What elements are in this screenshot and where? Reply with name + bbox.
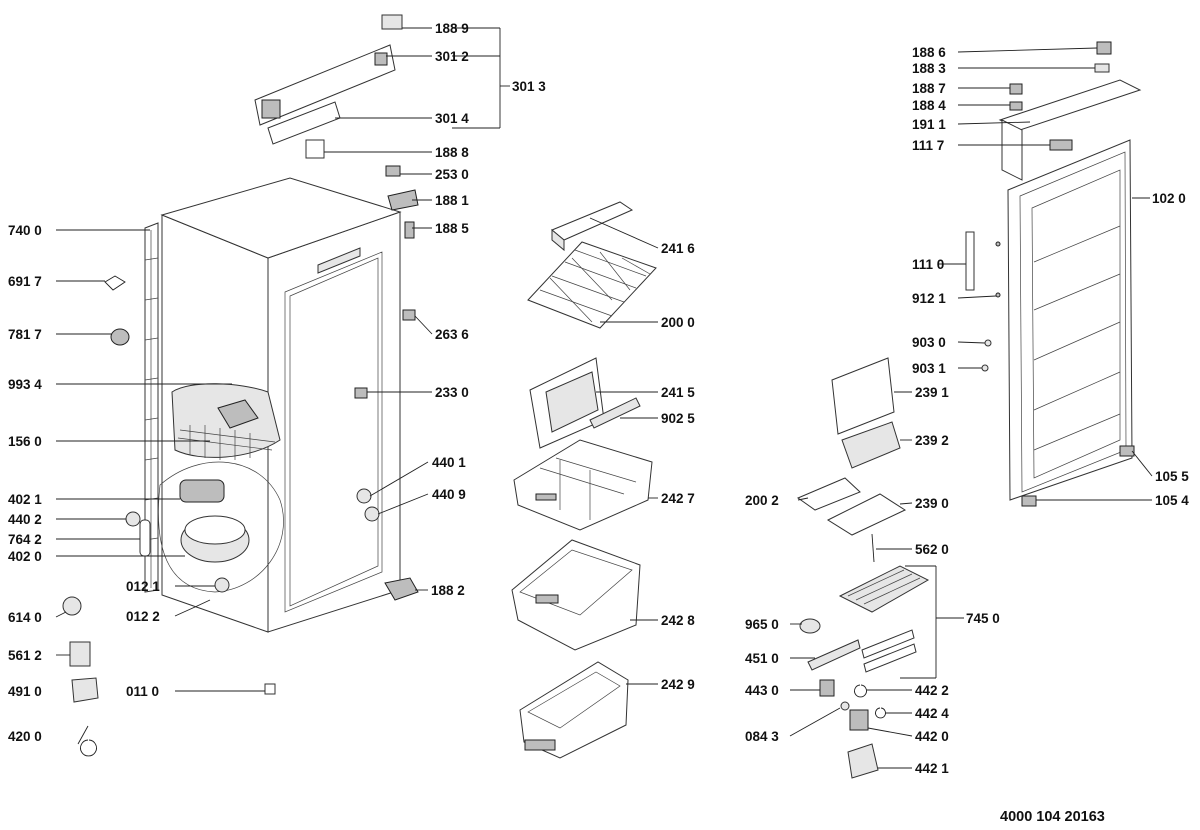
label-156-0: 156 0 [8, 434, 42, 449]
label-440-2: 440 2 [8, 512, 42, 527]
label-191-1: 191 1 [912, 117, 946, 132]
label-764-2: 764 2 [8, 532, 42, 547]
label-105-4: 105 4 [1155, 493, 1189, 508]
cabinet [139, 177, 419, 695]
label-902-5: 902 5 [661, 411, 695, 426]
right-leaders [789, 47, 1153, 769]
left-small-parts [62, 275, 141, 757]
left-leaders [55, 27, 510, 692]
label-420-0: 420 0 [8, 729, 42, 744]
label-239-2: 239 2 [915, 433, 949, 448]
label-442-2: 442 2 [915, 683, 949, 698]
label-691-7: 691 7 [8, 274, 42, 289]
label-188-5: 188 5 [435, 221, 469, 236]
label-443-0: 443 0 [745, 683, 779, 698]
label-561-2: 561 2 [8, 648, 42, 663]
label-301-2: 301 2 [435, 49, 469, 64]
label-188-7: 188 7 [912, 81, 946, 96]
label-912-1: 912 1 [912, 291, 946, 306]
label-993-4: 993 4 [8, 377, 42, 392]
label-965-0: 965 0 [745, 617, 779, 632]
label-903-0: 903 0 [912, 335, 946, 350]
label-442-4: 442 4 [915, 706, 949, 721]
part-labels: 188 9 301 2 301 3 301 4 188 8 253 0 188 … [8, 21, 1189, 776]
label-614-0: 614 0 [8, 610, 42, 625]
label-012-2: 012 2 [126, 609, 160, 624]
label-188-8: 188 8 [435, 145, 469, 160]
label-188-9: 188 9 [435, 21, 469, 36]
label-253-0: 253 0 [435, 167, 469, 182]
label-781-7: 781 7 [8, 327, 42, 342]
label-241-6: 241 6 [661, 241, 695, 256]
label-740-0: 740 0 [8, 223, 42, 238]
label-200-2: 200 2 [745, 493, 779, 508]
label-442-1: 442 1 [915, 761, 949, 776]
label-241-5: 241 5 [661, 385, 695, 400]
label-440-9: 440 9 [432, 487, 466, 502]
document-code: 4000 104 20163 [1000, 809, 1105, 825]
label-440-1: 440 1 [432, 455, 466, 470]
label-188-2: 188 2 [431, 583, 465, 598]
label-491-0: 491 0 [8, 684, 42, 699]
label-188-6: 188 6 [912, 45, 946, 60]
label-263-6: 263 6 [435, 327, 469, 342]
label-442-0: 442 0 [915, 729, 949, 744]
label-402-1: 402 1 [8, 492, 42, 507]
label-745-0: 745 0 [966, 611, 1000, 626]
label-402-0: 402 0 [8, 549, 42, 564]
label-451-0: 451 0 [745, 651, 779, 666]
label-084-3: 084 3 [745, 729, 779, 744]
label-111-0: 111 0 [912, 257, 944, 272]
middle-leaders [589, 217, 659, 685]
label-188-3: 188 3 [912, 61, 946, 76]
label-242-8: 242 8 [661, 613, 695, 628]
label-239-0: 239 0 [915, 496, 949, 511]
label-200-0: 200 0 [661, 315, 695, 330]
label-233-0: 233 0 [435, 385, 469, 400]
label-562-0: 562 0 [915, 542, 949, 557]
label-301-4: 301 4 [435, 111, 469, 126]
label-188-4: 188 4 [912, 98, 946, 113]
label-242-7: 242 7 [661, 491, 695, 506]
label-239-1: 239 1 [915, 385, 949, 400]
label-105-5: 105 5 [1155, 469, 1189, 484]
label-903-1: 903 1 [912, 361, 946, 376]
door-and-parts [796, 41, 1142, 779]
label-301-3: 301 3 [512, 79, 546, 94]
label-102-0: 102 0 [1152, 191, 1186, 206]
shelves-and-drawers [511, 201, 657, 759]
label-188-1: 188 1 [435, 193, 469, 208]
top-control-panel [254, 14, 419, 239]
label-011-0: 011 0 [126, 684, 159, 699]
label-012-1: 012 1 [126, 579, 160, 594]
label-111-7: 111 7 [912, 138, 944, 153]
label-242-9: 242 9 [661, 677, 695, 692]
